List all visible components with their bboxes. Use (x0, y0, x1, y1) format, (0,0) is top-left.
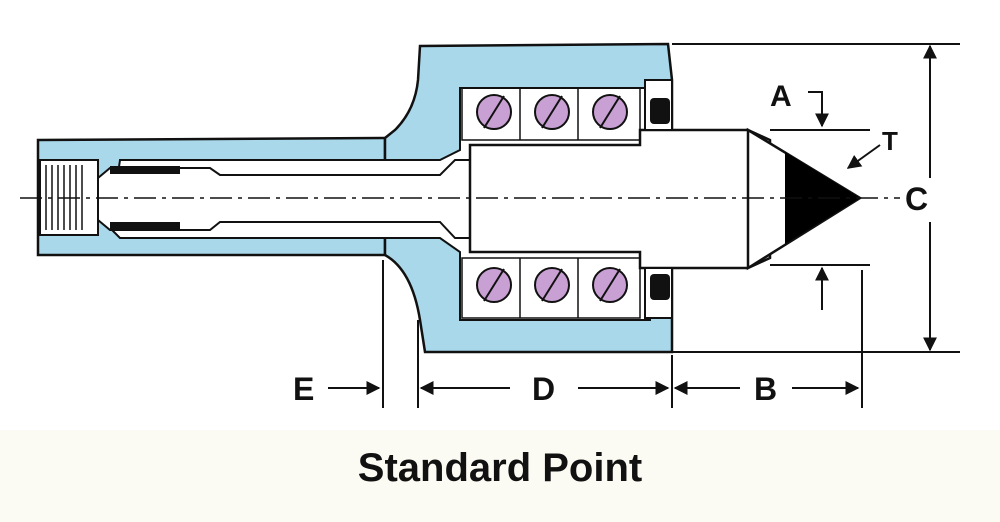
front-seals (644, 79, 673, 319)
dimension-d (417, 320, 670, 408)
dimension-e (328, 260, 384, 408)
shaft-seal-bottom (110, 222, 180, 230)
label-a: A (770, 80, 792, 113)
label-d: D (532, 371, 555, 407)
shaft-seal-top (110, 166, 180, 174)
dimension-a (770, 91, 870, 310)
bearing-races (461, 87, 641, 319)
diagram-caption: Standard Point (357, 446, 643, 490)
label-b: B (754, 371, 777, 407)
caption-band (0, 430, 1000, 522)
label-t: T (882, 126, 898, 156)
dimension-b (671, 270, 863, 408)
dimension-arrow-icon (846, 144, 881, 169)
label-c: C (905, 181, 928, 217)
bearing-balls-top (476, 94, 628, 130)
bearing-balls-bottom (476, 267, 628, 303)
front-spindle (468, 128, 772, 270)
dimension-c (672, 43, 960, 353)
label-e: E (293, 371, 314, 407)
